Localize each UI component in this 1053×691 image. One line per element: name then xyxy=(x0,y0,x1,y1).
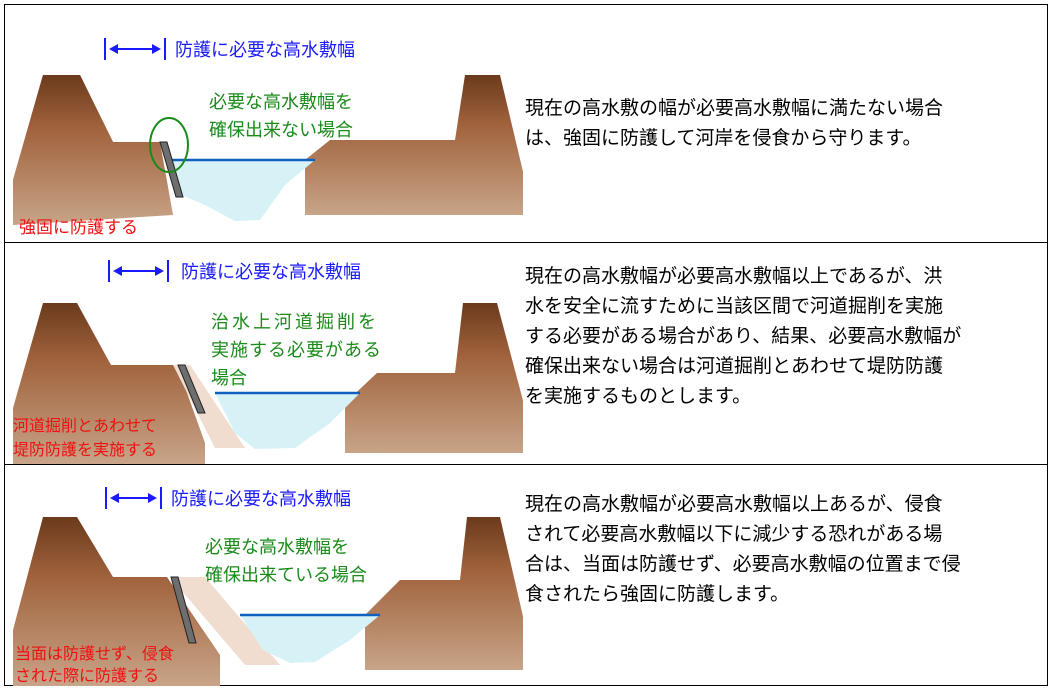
description-line: を実施するものとします。 xyxy=(525,385,752,407)
left-bank xyxy=(13,517,220,686)
action-line-2: 堤防防護を実施する xyxy=(13,440,157,459)
action-line-1: 河道掘削とあわせて xyxy=(13,416,157,435)
width-arrow-head-right xyxy=(148,493,157,503)
description-line: 合は、当面は防護せず、必要高水敷幅の位置まで侵 xyxy=(525,553,961,575)
width-arrow-head-left xyxy=(109,44,118,54)
width-arrow-head-left xyxy=(113,266,122,276)
row-2: 防護に必要な高水敷幅 治水上河道掘削を 実施する必要がある 場合 河道掘削とあわ… xyxy=(5,243,1047,464)
description-line: されて必要高水敷幅以下に減少する恐れがある場 xyxy=(525,523,943,545)
condition-line-2: 確保出来ている場合 xyxy=(205,565,367,586)
width-arrow-head-right xyxy=(155,266,164,276)
condition-line-2: 実施する必要がある xyxy=(211,340,382,361)
cross-section-1: 防護に必要な高水敷幅 必要な高水敷幅を 確保出来ない場合 強固に防護する xyxy=(13,38,523,238)
row-divider-1 xyxy=(5,242,1047,243)
width-arrow-head-right xyxy=(152,44,161,54)
revetment xyxy=(170,576,197,644)
cross-section-2: 防護に必要な高水敷幅 治水上河道掘削を 実施する必要がある 場合 河道掘削とあわ… xyxy=(13,260,523,464)
condition-line-1: 治水上河道掘削を xyxy=(211,312,379,333)
description-1: 現在の高水敷の幅が必要高水敷幅に満たない場合 は、強固に防護して河岸を侵食から守… xyxy=(525,93,1045,153)
width-label: 防護に必要な高水敷幅 xyxy=(181,262,361,283)
description-3: 現在の高水敷幅が必要高水敷幅以上あるが、侵食 されて必要高水敷幅以下に減少する恐… xyxy=(525,489,1045,609)
revetment xyxy=(177,364,206,414)
condition-line-2: 確保出来ない場合 xyxy=(209,120,353,141)
description-line: 現在の高水敷幅が必要高水敷幅以上あるが、侵食 xyxy=(525,493,943,515)
left-floodplain xyxy=(13,75,173,225)
row-3: 防護に必要な高水敷幅 必要な高水敷幅を 確保出来ている場合 当面は防護せず、侵食… xyxy=(5,465,1047,686)
description-line: 食されたら強固に防護します。 xyxy=(525,583,790,605)
action-line-2: された際に防護する xyxy=(15,666,159,685)
action-line-1: 強固に防護する xyxy=(19,218,138,238)
description-line: 確保出来ない場合は河道掘削とあわせて堤防防護 xyxy=(525,355,944,377)
description-line: は、強固に防護して河岸を侵食から守ります。 xyxy=(525,127,922,149)
condition-line-1: 必要な高水敷幅を xyxy=(209,92,353,113)
river-water xyxy=(168,160,315,221)
row-divider-2 xyxy=(5,464,1047,465)
excavated-area xyxy=(170,577,280,665)
description-2: 現在の高水敷幅が必要高水敷幅以上であるが、洪 水を安全に流すために当該区間で河道… xyxy=(525,261,1045,411)
right-bank xyxy=(305,75,523,215)
width-label: 防護に必要な高水敷幅 xyxy=(171,489,351,510)
right-bank xyxy=(365,517,523,670)
width-label: 防護に必要な高水敷幅 xyxy=(175,40,355,61)
cross-section-3: 防護に必要な高水敷幅 必要な高水敷幅を 確保出来ている場合 当面は防護せず、侵食… xyxy=(13,487,523,686)
description-line: 水を安全に流すために当該区間で河道掘削を実施 xyxy=(525,295,944,317)
river-water xyxy=(240,615,380,663)
problem-marker-circle xyxy=(149,117,189,173)
description-line: する必要がある場合があり、結果、必要高水敷幅が xyxy=(525,325,962,347)
diagram-frame: 防護に必要な高水敷幅 必要な高水敷幅を 確保出来ない場合 強固に防護する 現在の… xyxy=(4,4,1048,686)
revetment xyxy=(159,141,184,198)
condition-line-1: 必要な高水敷幅を xyxy=(205,537,349,558)
description-line: 現在の高水敷の幅が必要高水敷幅に満たない場合 xyxy=(525,97,944,119)
right-bank xyxy=(345,303,523,453)
description-line: 現在の高水敷幅が必要高水敷幅以上であるが、洪 xyxy=(525,265,943,287)
river-water xyxy=(215,393,360,449)
width-arrow-head-left xyxy=(110,493,119,503)
condition-line-3: 場合 xyxy=(211,368,247,389)
action-line-1: 当面は防護せず、侵食 xyxy=(15,644,174,663)
left-bank xyxy=(13,303,205,464)
row-1: 防護に必要な高水敷幅 必要な高水敷幅を 確保出来ない場合 強固に防護する 現在の… xyxy=(5,5,1047,242)
